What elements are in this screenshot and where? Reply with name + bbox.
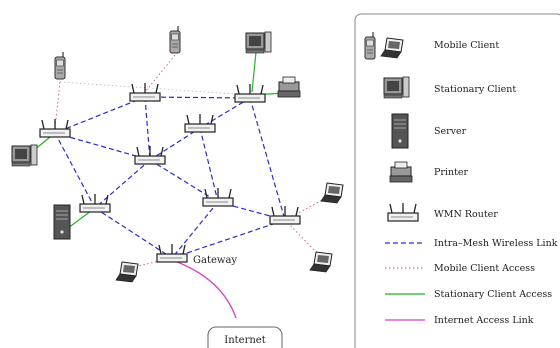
mesh-link (149, 127, 201, 161)
mobile-access-link (54, 81, 61, 129)
legend-label-internet-access: Internet Access Link (434, 315, 534, 326)
mesh-link (149, 159, 219, 203)
router-icon (134, 145, 166, 165)
internet-box (207, 326, 283, 348)
stationary-access-links (27, 51, 286, 229)
legend-desktop-icon (383, 76, 410, 99)
router-icon (269, 205, 301, 225)
legend-label-server: Server (434, 126, 467, 137)
laptop-icon (309, 251, 333, 273)
stationary-access-link (251, 51, 257, 93)
mesh-link (144, 96, 151, 161)
legend-label-mobile-client: Mobile Client (434, 40, 499, 51)
desktop-icon (11, 144, 38, 167)
legend-label-stationary-access: Stationary Client Access (434, 289, 552, 300)
router-icon (129, 82, 161, 102)
mobile-access-link (144, 54, 176, 93)
router-icon (234, 83, 266, 103)
desktop-icon (245, 31, 272, 54)
legend-label-intra-mesh: Intra–Mesh Wireless Link (434, 238, 558, 249)
gateway-router-icon (156, 243, 188, 263)
legend-box (354, 13, 560, 348)
laptop-icon (115, 261, 139, 283)
mobile-phone-icon (169, 25, 181, 54)
mesh-link (54, 132, 96, 209)
mesh-link (94, 159, 151, 209)
router-icon (39, 118, 71, 138)
server-icon (53, 204, 71, 240)
legend-label-stationary-client: Stationary Client (434, 84, 516, 95)
mesh-link (54, 96, 146, 134)
mesh-link (94, 207, 173, 259)
mesh-link (144, 96, 251, 99)
legend: Mobile Client Stationary Client Server P… (354, 13, 560, 348)
mesh-link (199, 97, 251, 129)
mesh-link (171, 201, 219, 259)
router-icon (184, 113, 216, 133)
mesh-link (199, 127, 219, 203)
legend-label-wmn-router: WMN Router (434, 209, 498, 220)
mesh-link (171, 219, 286, 259)
printer-icon (277, 76, 301, 98)
gateway-label: Gateway (193, 255, 237, 266)
mobile-phone-icon (54, 51, 66, 80)
mesh-link (54, 132, 151, 161)
router-icon (79, 193, 111, 213)
internet-label: Internet (224, 335, 265, 346)
mesh-link (249, 97, 286, 221)
router-icon (202, 187, 234, 207)
legend-server-icon (391, 113, 409, 149)
internet-access-link (171, 259, 237, 319)
legend-label-printer: Printer (434, 167, 469, 178)
legend-label-mobile-access: Mobile Client Access (434, 263, 535, 274)
mesh-links (54, 96, 286, 259)
laptop-icon (320, 182, 344, 204)
